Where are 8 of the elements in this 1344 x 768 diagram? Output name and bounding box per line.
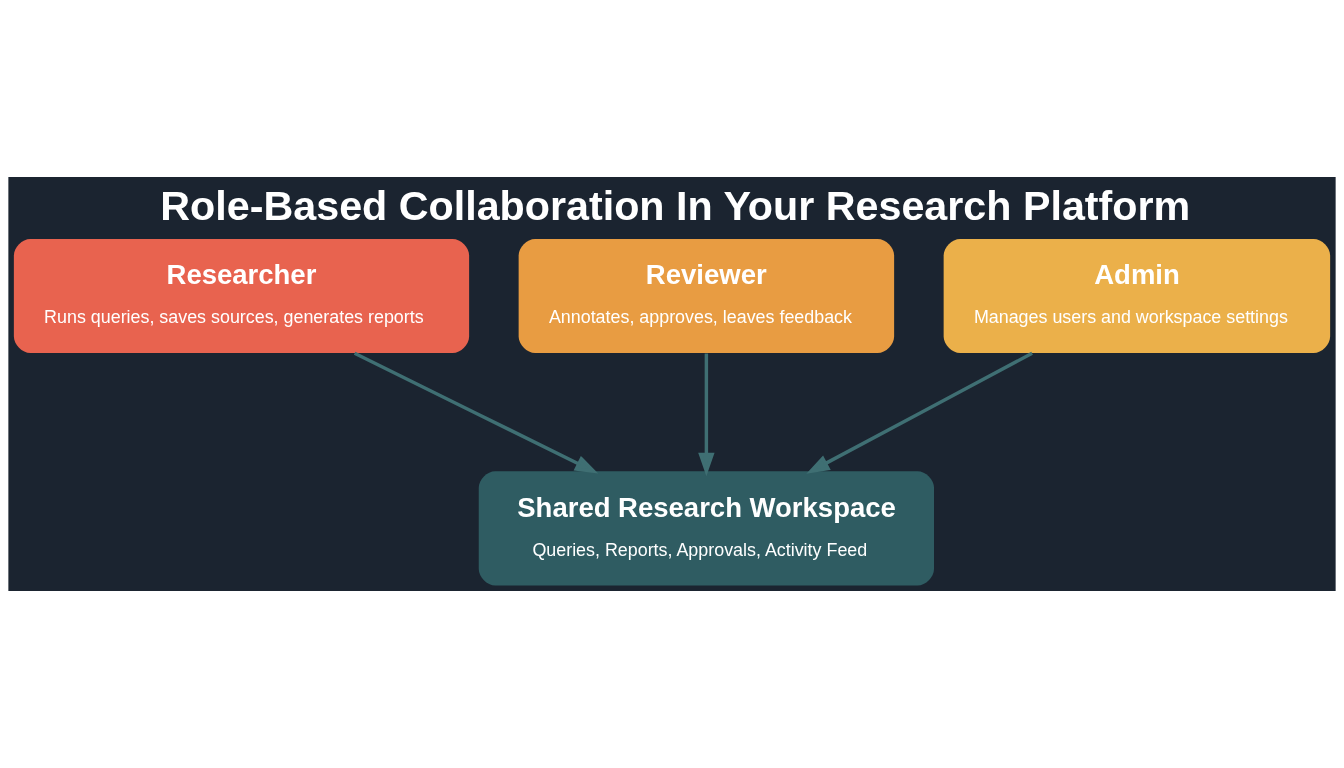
node-box: Reviewer Annotates, approves, leaves feedback	[518, 238, 895, 354]
arrow	[806, 351, 1033, 474]
node-box: Admin Manages users and workspace settings	[943, 238, 1331, 354]
node-box: Researcher Runs queries, saves sources, generates reports	[13, 238, 470, 354]
arrow	[353, 351, 599, 474]
node-box: Shared Research Workspace Queries, Reports, Approvals, Activity Feed	[478, 471, 934, 586]
diagram-title: Role-Based Collaboration In Your Research Platform	[160, 182, 1191, 229]
arrow	[698, 353, 715, 477]
